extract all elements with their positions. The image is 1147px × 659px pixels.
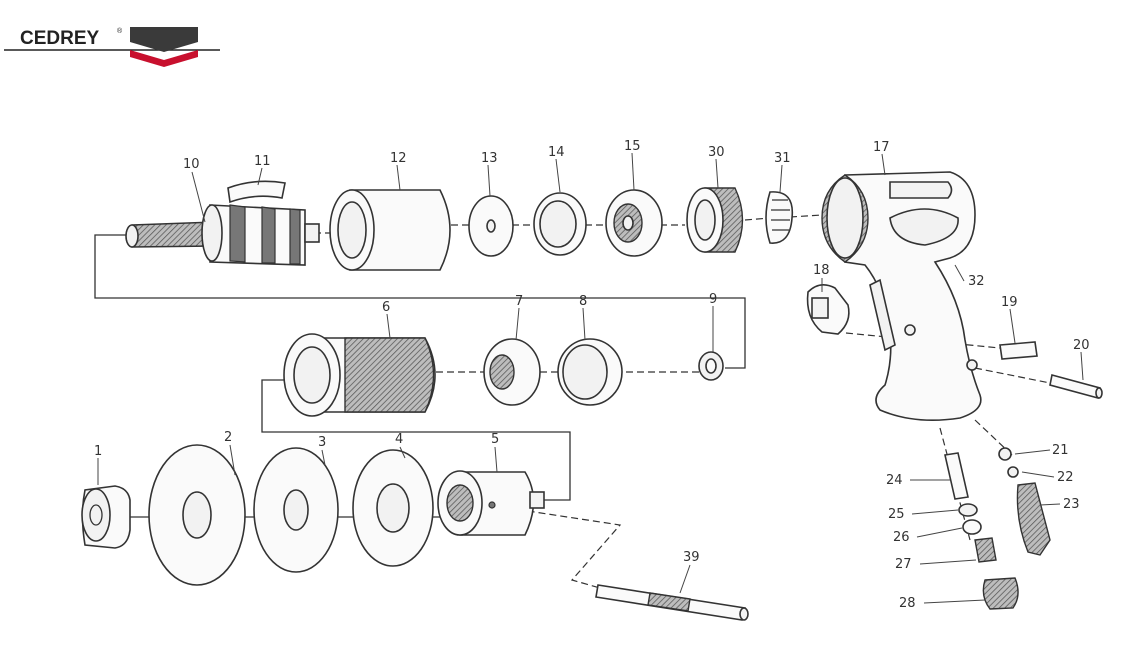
part-5-rotor-end	[437, 470, 545, 536]
label-part-15: 15	[624, 139, 641, 154]
part-26-oring	[962, 519, 982, 535]
label-leaders	[97, 152, 1084, 604]
label-part-18: 18	[813, 263, 830, 278]
part-2-disc	[148, 444, 246, 586]
part-9-washer	[698, 351, 724, 381]
label-part-12: 12	[390, 151, 407, 166]
part-12-cylinder-sleeve	[329, 189, 451, 271]
part-28-plug	[982, 577, 1019, 610]
part-39-pin	[595, 584, 749, 621]
label-part-32: 32	[968, 274, 985, 289]
part-22-spring	[1007, 466, 1019, 478]
label-part-14: 14	[548, 145, 565, 160]
label-part-19: 19	[1001, 295, 1018, 310]
label-part-39: 39	[683, 550, 700, 565]
label-part-31: 31	[774, 151, 791, 166]
label-part-9: 9	[709, 292, 717, 307]
label-part-7: 7	[515, 294, 523, 309]
part-19-valve-block	[999, 341, 1038, 360]
part-8-ring	[557, 338, 623, 406]
part-14-ring	[533, 192, 587, 256]
part-27-spring	[974, 537, 997, 563]
part-23-valve-stem	[1016, 482, 1051, 556]
part-3-disc	[253, 447, 339, 573]
brand-registered-mark: ®	[117, 27, 123, 35]
label-part-25: 25	[888, 507, 905, 522]
label-part-13: 13	[481, 151, 498, 166]
part-30-housing-ring	[686, 187, 744, 253]
label-part-21: 21	[1052, 443, 1069, 458]
label-part-5: 5	[491, 432, 499, 447]
label-part-27: 27	[895, 557, 912, 572]
label-part-28: 28	[899, 596, 916, 611]
label-part-8: 8	[579, 294, 587, 309]
part-20-pin	[1049, 374, 1103, 399]
brand-logo: CEDREY ®	[4, 27, 220, 67]
brand-chevron-red	[130, 50, 198, 67]
label-part-6: 6	[382, 300, 390, 315]
part-7-bearing	[483, 338, 541, 406]
part-21-ball	[998, 447, 1012, 461]
part-24-pin	[944, 452, 969, 500]
part-1-cap	[81, 485, 131, 549]
label-part-1: 1	[94, 444, 102, 459]
label-part-22: 22	[1057, 470, 1074, 485]
part-13-plate	[468, 195, 514, 257]
part-17-32-housing-handle	[821, 171, 982, 422]
part-18-trigger-block	[806, 284, 850, 335]
part-10-rotor-shaft	[125, 204, 320, 266]
part-25-washer	[958, 503, 978, 517]
part-4-disc	[352, 449, 434, 567]
brand-chevron-dark	[130, 27, 198, 52]
label-part-24: 24	[886, 473, 903, 488]
part-31-gear-ring	[765, 191, 794, 244]
part-15-bearing	[605, 189, 663, 257]
brand-name: CEDREY	[20, 28, 100, 49]
label-part-3: 3	[318, 435, 326, 450]
part-labels: 1 2 3 4 5 6 7 8 9 10 11 12 13 14 15 17 1…	[94, 139, 1090, 611]
label-part-20: 20	[1073, 338, 1090, 353]
label-part-30: 30	[708, 145, 725, 160]
label-part-10: 10	[183, 157, 200, 172]
part-6-cylinder	[283, 333, 436, 417]
part-11-vane	[227, 180, 286, 204]
label-part-11: 11	[254, 154, 271, 169]
label-part-23: 23	[1063, 497, 1080, 512]
label-part-4: 4	[395, 432, 403, 447]
label-part-26: 26	[893, 530, 910, 545]
label-part-17: 17	[873, 140, 890, 155]
label-part-2: 2	[224, 430, 232, 445]
